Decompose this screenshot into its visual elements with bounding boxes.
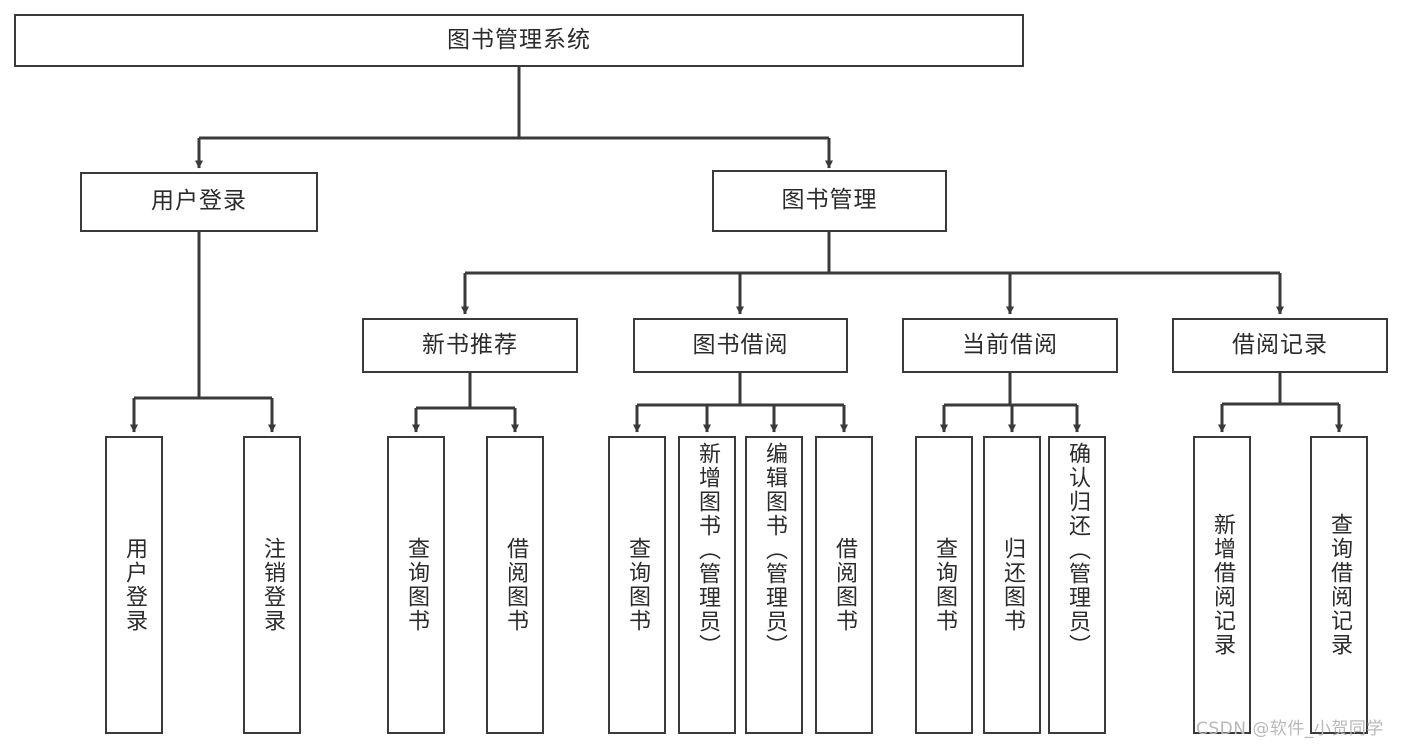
node-user-login[interactable]: 用户登录 bbox=[80, 172, 318, 232]
node-root[interactable]: 图书管理系统 bbox=[14, 14, 1024, 67]
node-current-borrow[interactable]: 当前借阅 bbox=[902, 318, 1118, 373]
node-book-borrow[interactable]: 图书借阅 bbox=[633, 318, 848, 373]
node-leaf-return-books[interactable]: 归还图书 bbox=[983, 436, 1041, 734]
node-leaf-borrow-books-2[interactable]: 借阅图书 bbox=[815, 436, 873, 734]
node-leaf-add-book-admin[interactable]: 新增图书（管理员） bbox=[678, 436, 736, 734]
node-leaf-borrow-books-1[interactable]: 借阅图书 bbox=[486, 436, 544, 734]
edge-lines bbox=[130, 67, 1343, 433]
node-leaf-logout[interactable]: 注销登录 bbox=[243, 436, 301, 734]
node-borrow-records[interactable]: 借阅记录 bbox=[1172, 318, 1388, 373]
node-new-book-recommend[interactable]: 新书推荐 bbox=[362, 318, 578, 373]
node-book-management[interactable]: 图书管理 bbox=[712, 170, 947, 232]
node-leaf-user-login[interactable]: 用户登录 bbox=[105, 436, 163, 734]
csdn-watermark: CSDN @软件_小贺同学 bbox=[1196, 719, 1384, 739]
node-leaf-edit-book-admin[interactable]: 编辑图书（管理员） bbox=[745, 436, 803, 734]
node-leaf-confirm-return-admin[interactable]: 确认归还（管理员） bbox=[1048, 436, 1106, 734]
node-leaf-add-borrow-record[interactable]: 新增借阅记录 bbox=[1193, 436, 1251, 734]
node-leaf-query-borrow-record[interactable]: 查询借阅记录 bbox=[1310, 436, 1368, 734]
node-leaf-query-books-2[interactable]: 查询图书 bbox=[608, 436, 666, 734]
node-leaf-query-books-3[interactable]: 查询图书 bbox=[915, 436, 973, 734]
node-leaf-query-books-1[interactable]: 查询图书 bbox=[387, 436, 445, 734]
